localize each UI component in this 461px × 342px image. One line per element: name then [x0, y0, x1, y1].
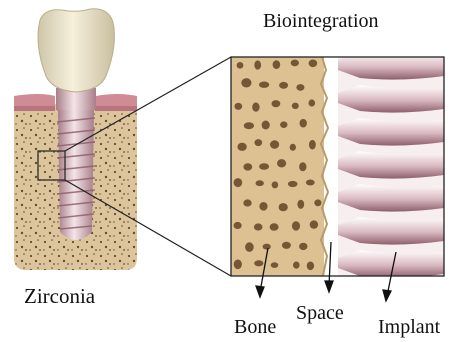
space-region	[324, 57, 340, 276]
bone-pore	[279, 82, 288, 89]
bone-pore	[297, 200, 304, 209]
magnified-interface	[231, 52, 444, 278]
implant-thread	[338, 118, 444, 146]
bone-pore	[244, 122, 254, 129]
bone-pore	[299, 243, 307, 250]
bone-pore	[299, 162, 306, 171]
implant-label: Implant	[378, 316, 441, 338]
bone-pore	[270, 223, 279, 231]
bone-pore	[272, 181, 279, 188]
bone-pore	[292, 221, 300, 230]
bone-pore	[254, 260, 263, 266]
bone-pore	[293, 262, 300, 269]
implant-thread	[338, 184, 444, 212]
bone-pore	[243, 163, 252, 170]
implant-thread	[338, 151, 444, 179]
space-label: Space	[296, 302, 344, 324]
bone-pore	[234, 260, 242, 270]
bone-pore	[309, 140, 316, 150]
bone-pore	[263, 244, 271, 250]
bone-pore	[272, 100, 281, 107]
bone-pore	[291, 60, 299, 67]
bone-pore	[290, 144, 296, 151]
bone-pore	[273, 60, 281, 69]
bone-pore	[307, 262, 314, 271]
bone-pore	[259, 163, 269, 170]
bone-pore	[243, 199, 251, 206]
bone-pore	[288, 181, 298, 187]
bone-pore	[259, 82, 269, 88]
bone-pore	[241, 78, 251, 87]
bone-pore	[234, 222, 242, 229]
implant-thread	[338, 85, 444, 113]
bone-pore	[254, 223, 263, 230]
bone-pore	[245, 242, 254, 252]
bone-pore	[254, 139, 262, 146]
bone-pore	[252, 103, 259, 112]
bone-pore	[279, 203, 288, 211]
implant-screw-icon	[57, 110, 95, 240]
implant-thread	[338, 52, 444, 80]
bone-pore	[282, 242, 291, 249]
bone-pore	[271, 262, 279, 268]
bone-pore	[256, 180, 264, 186]
bone-pore	[262, 121, 270, 130]
bone-pore	[237, 62, 244, 69]
bone-pore	[309, 99, 316, 106]
bone-pore	[306, 180, 315, 186]
bone-pore	[234, 178, 243, 187]
bone-pore	[270, 140, 279, 149]
bone-pore	[259, 202, 267, 211]
bone-pore	[310, 220, 318, 228]
bone-pore	[300, 119, 307, 128]
bone-pore	[309, 60, 318, 68]
title: Biointegration	[263, 10, 379, 32]
bone-pore	[296, 84, 304, 91]
bone-pore	[292, 103, 299, 109]
implant-thread	[338, 217, 444, 245]
tooth-crown-icon	[38, 9, 114, 92]
bone-pore	[237, 143, 246, 151]
bone-pore	[234, 103, 242, 110]
bone-pore	[314, 199, 321, 206]
bone-pore	[254, 60, 261, 69]
implant-cross-section	[14, 9, 137, 270]
material-label: Zirconia	[24, 284, 96, 308]
bone-pore	[280, 121, 287, 128]
bone-pore	[277, 159, 286, 167]
bone-label: Bone	[234, 316, 276, 338]
